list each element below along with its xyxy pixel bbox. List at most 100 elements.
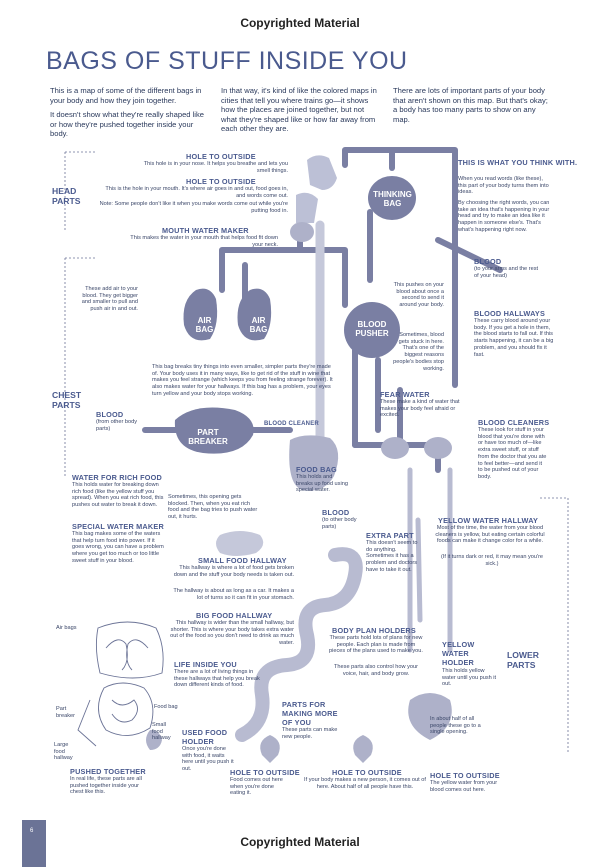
blood-hallways-text: These carry blood around your body. If y… xyxy=(474,318,554,358)
small-food-title: SMALL FOOD HALLWAY xyxy=(198,556,287,565)
life-inside-title: LIFE INSIDE YOU xyxy=(174,660,237,669)
lower-hallways xyxy=(407,467,453,653)
used-food-text: Once you're done with food, it waits her… xyxy=(182,746,234,773)
special-water-title: SPECIAL WATER MAKER xyxy=(72,522,164,531)
yellow-water-holder-shape xyxy=(408,693,452,740)
hole-person-title: HOLE TO OUTSIDE xyxy=(332,768,402,777)
used-food-holder-shape xyxy=(260,735,280,763)
inset-air-bags: Air bags xyxy=(56,625,77,631)
thinking-bag-shape xyxy=(368,176,416,220)
special-water-text: This bag makes some of the waters that h… xyxy=(72,531,164,564)
yellow-holder-text: This holds yellow water until you push i… xyxy=(442,668,497,688)
body-plan-text2: These parts also control how your voice,… xyxy=(334,664,418,677)
copyright-header: Copyrighted Material xyxy=(240,16,360,30)
intro-p2: It doesn't show what they're really shap… xyxy=(50,110,205,139)
mouth-water-title: MOUTH WATER MAKER xyxy=(162,226,249,235)
yellow-hallway-title: YELLOW WATER HALLWAY xyxy=(438,516,539,525)
intro-p1: This is a map of some of the different b… xyxy=(50,86,202,105)
small-food-text: This hallway is where a lot of food gets… xyxy=(173,565,294,578)
inset-text: In real life, these parts are all pushed… xyxy=(70,776,142,796)
inset-part-breaker: Part breaker xyxy=(56,706,75,719)
air-bag-2-shape xyxy=(237,288,272,341)
used-food-title: USED FOOD HOLDER xyxy=(182,728,228,746)
lower-parts-label: LOWER PARTS xyxy=(507,650,539,670)
inset-drawing xyxy=(77,621,164,747)
chest-parts-label: CHEST PARTS xyxy=(52,390,82,410)
fear-water-title: FEAR WATER xyxy=(380,390,430,399)
food-bag-title: FOOD BAG xyxy=(296,465,337,474)
intro-col-1: This is a map of some of the different b… xyxy=(50,86,210,144)
blood-arms-title: BLOOD xyxy=(474,257,502,266)
hole-mouth-title: HOLE TO OUTSIDE xyxy=(186,177,256,186)
body-plan-title: BODY PLAN HOLDERS xyxy=(332,626,416,635)
body-plan-text: These parts hold lots of plans for new p… xyxy=(329,635,423,655)
food-bag-shape xyxy=(289,435,339,491)
head-parts-label: HEAD PARTS xyxy=(52,186,81,206)
hole-nose-text: This hole is in your nose. It helps you … xyxy=(143,161,288,174)
blood-hallways xyxy=(142,147,503,473)
blood-other-text: (from other body parts) xyxy=(96,419,138,432)
small-food-hallway-shape xyxy=(235,547,363,742)
yellow-holder-title: YELLOW WATER HOLDER xyxy=(442,640,475,667)
fear-water-text: These make a kind of water that makes yo… xyxy=(380,399,460,419)
life-inside-text: There are a lot of living things in thes… xyxy=(174,669,260,689)
food-bag-text: This holds and breaks up food using spec… xyxy=(296,474,348,494)
special-water-maker-shape xyxy=(216,531,264,556)
blood-cleaners-text: These look for stuff in your blood that … xyxy=(478,427,547,480)
thinking-bag-label: THINKING BAG xyxy=(373,190,412,208)
blood-arms-text: (to your arms and the rest of your head) xyxy=(474,266,539,279)
copyright-footer: Copyrighted Material xyxy=(240,835,360,849)
hole-person-text: If your body makes a new person, it come… xyxy=(304,777,426,790)
hole-food-out-text: Food comes out here when you're done eat… xyxy=(230,777,283,797)
body-plan-holder-shape xyxy=(353,735,373,763)
lower-organs xyxy=(146,531,452,763)
mouth-water-maker xyxy=(290,222,314,242)
hole-yellow-title: HOLE TO OUTSIDE xyxy=(430,771,500,780)
blood-to-text: (to other body parts) xyxy=(322,517,357,530)
nose-shape xyxy=(307,155,337,190)
inset-small-food: Small food hallway xyxy=(152,722,171,742)
air-note-text: These add air to your blood. They get bi… xyxy=(81,286,138,313)
intro-col-3: There are lots of important parts of you… xyxy=(393,86,548,124)
page-title: BAGS OF STUFF INSIDE YOU xyxy=(46,47,408,75)
blood-other-title: BLOOD xyxy=(96,410,124,419)
air-bag-1-label: AIR BAG xyxy=(195,316,214,334)
breaker-note-text: This bag breaks tiny things into even sm… xyxy=(152,364,333,397)
hole-mouth-note: Note: Some people don't like it when you… xyxy=(99,201,288,214)
mouth-water-text: This makes the water in your mouth that … xyxy=(130,235,278,248)
hole-yellow-text: The yellow water from your blood comes o… xyxy=(430,780,498,793)
air-bag-2-label: AIR BAG xyxy=(249,316,268,334)
opening-note-text: Sometimes, this opening gets blocked. Th… xyxy=(168,494,258,521)
thinking-title: THIS IS WHAT YOU THINK WITH. xyxy=(458,158,578,167)
blood-pusher-label: BLOOD PUSHER xyxy=(355,320,389,338)
page-tab xyxy=(22,820,46,867)
air-bag-1-shape xyxy=(183,288,218,341)
mouth-shape xyxy=(296,192,318,223)
inset-large-food: Large food hallway xyxy=(54,742,73,762)
inset-food-bag: Food bag xyxy=(154,704,178,710)
blood-cleaners-title: BLOOD CLEANERS xyxy=(478,418,550,427)
big-food-text: This hallway is wider than the small hal… xyxy=(170,620,294,647)
page-number: 6 xyxy=(30,828,34,834)
inset-title: PUSHED TOGETHER xyxy=(70,767,146,776)
half-people-text: In about half of all people these go to … xyxy=(430,716,481,736)
head-organs xyxy=(290,155,416,242)
blood-cleaner-small-title: BLOOD CLEANER xyxy=(264,421,319,427)
thinking-text2: By choosing the right words, you can tak… xyxy=(458,200,550,233)
fear-water-left xyxy=(381,437,409,459)
chest-organs xyxy=(174,288,452,491)
part-breaker-label: PART BREAKER xyxy=(188,428,228,446)
hole-mouth-text: This is the hole in your mouth. It's whe… xyxy=(105,186,288,199)
blood-to-title: BLOOD xyxy=(322,508,350,517)
bracket-lines xyxy=(64,151,569,752)
pusher-note-text2: Sometimes, blood gets stuck in here. Tha… xyxy=(393,332,444,372)
water-rich-title: WATER FOR RICH FOOD xyxy=(72,473,163,482)
blood-hallways-title: BLOOD HALLWAYS xyxy=(474,309,546,318)
pusher-note-text: This pushes on your blood about once a s… xyxy=(393,282,444,309)
making-more-text: These parts can make new people. xyxy=(282,727,338,740)
hole-food-out-title: HOLE TO OUTSIDE xyxy=(230,768,300,777)
thinking-text: When you read words (like these), this p… xyxy=(458,176,549,196)
extra-part-title: EXTRA PART xyxy=(366,531,414,540)
fear-water-right xyxy=(424,437,452,459)
intro-col-2: In that way, it's kind of like the color… xyxy=(221,86,377,134)
